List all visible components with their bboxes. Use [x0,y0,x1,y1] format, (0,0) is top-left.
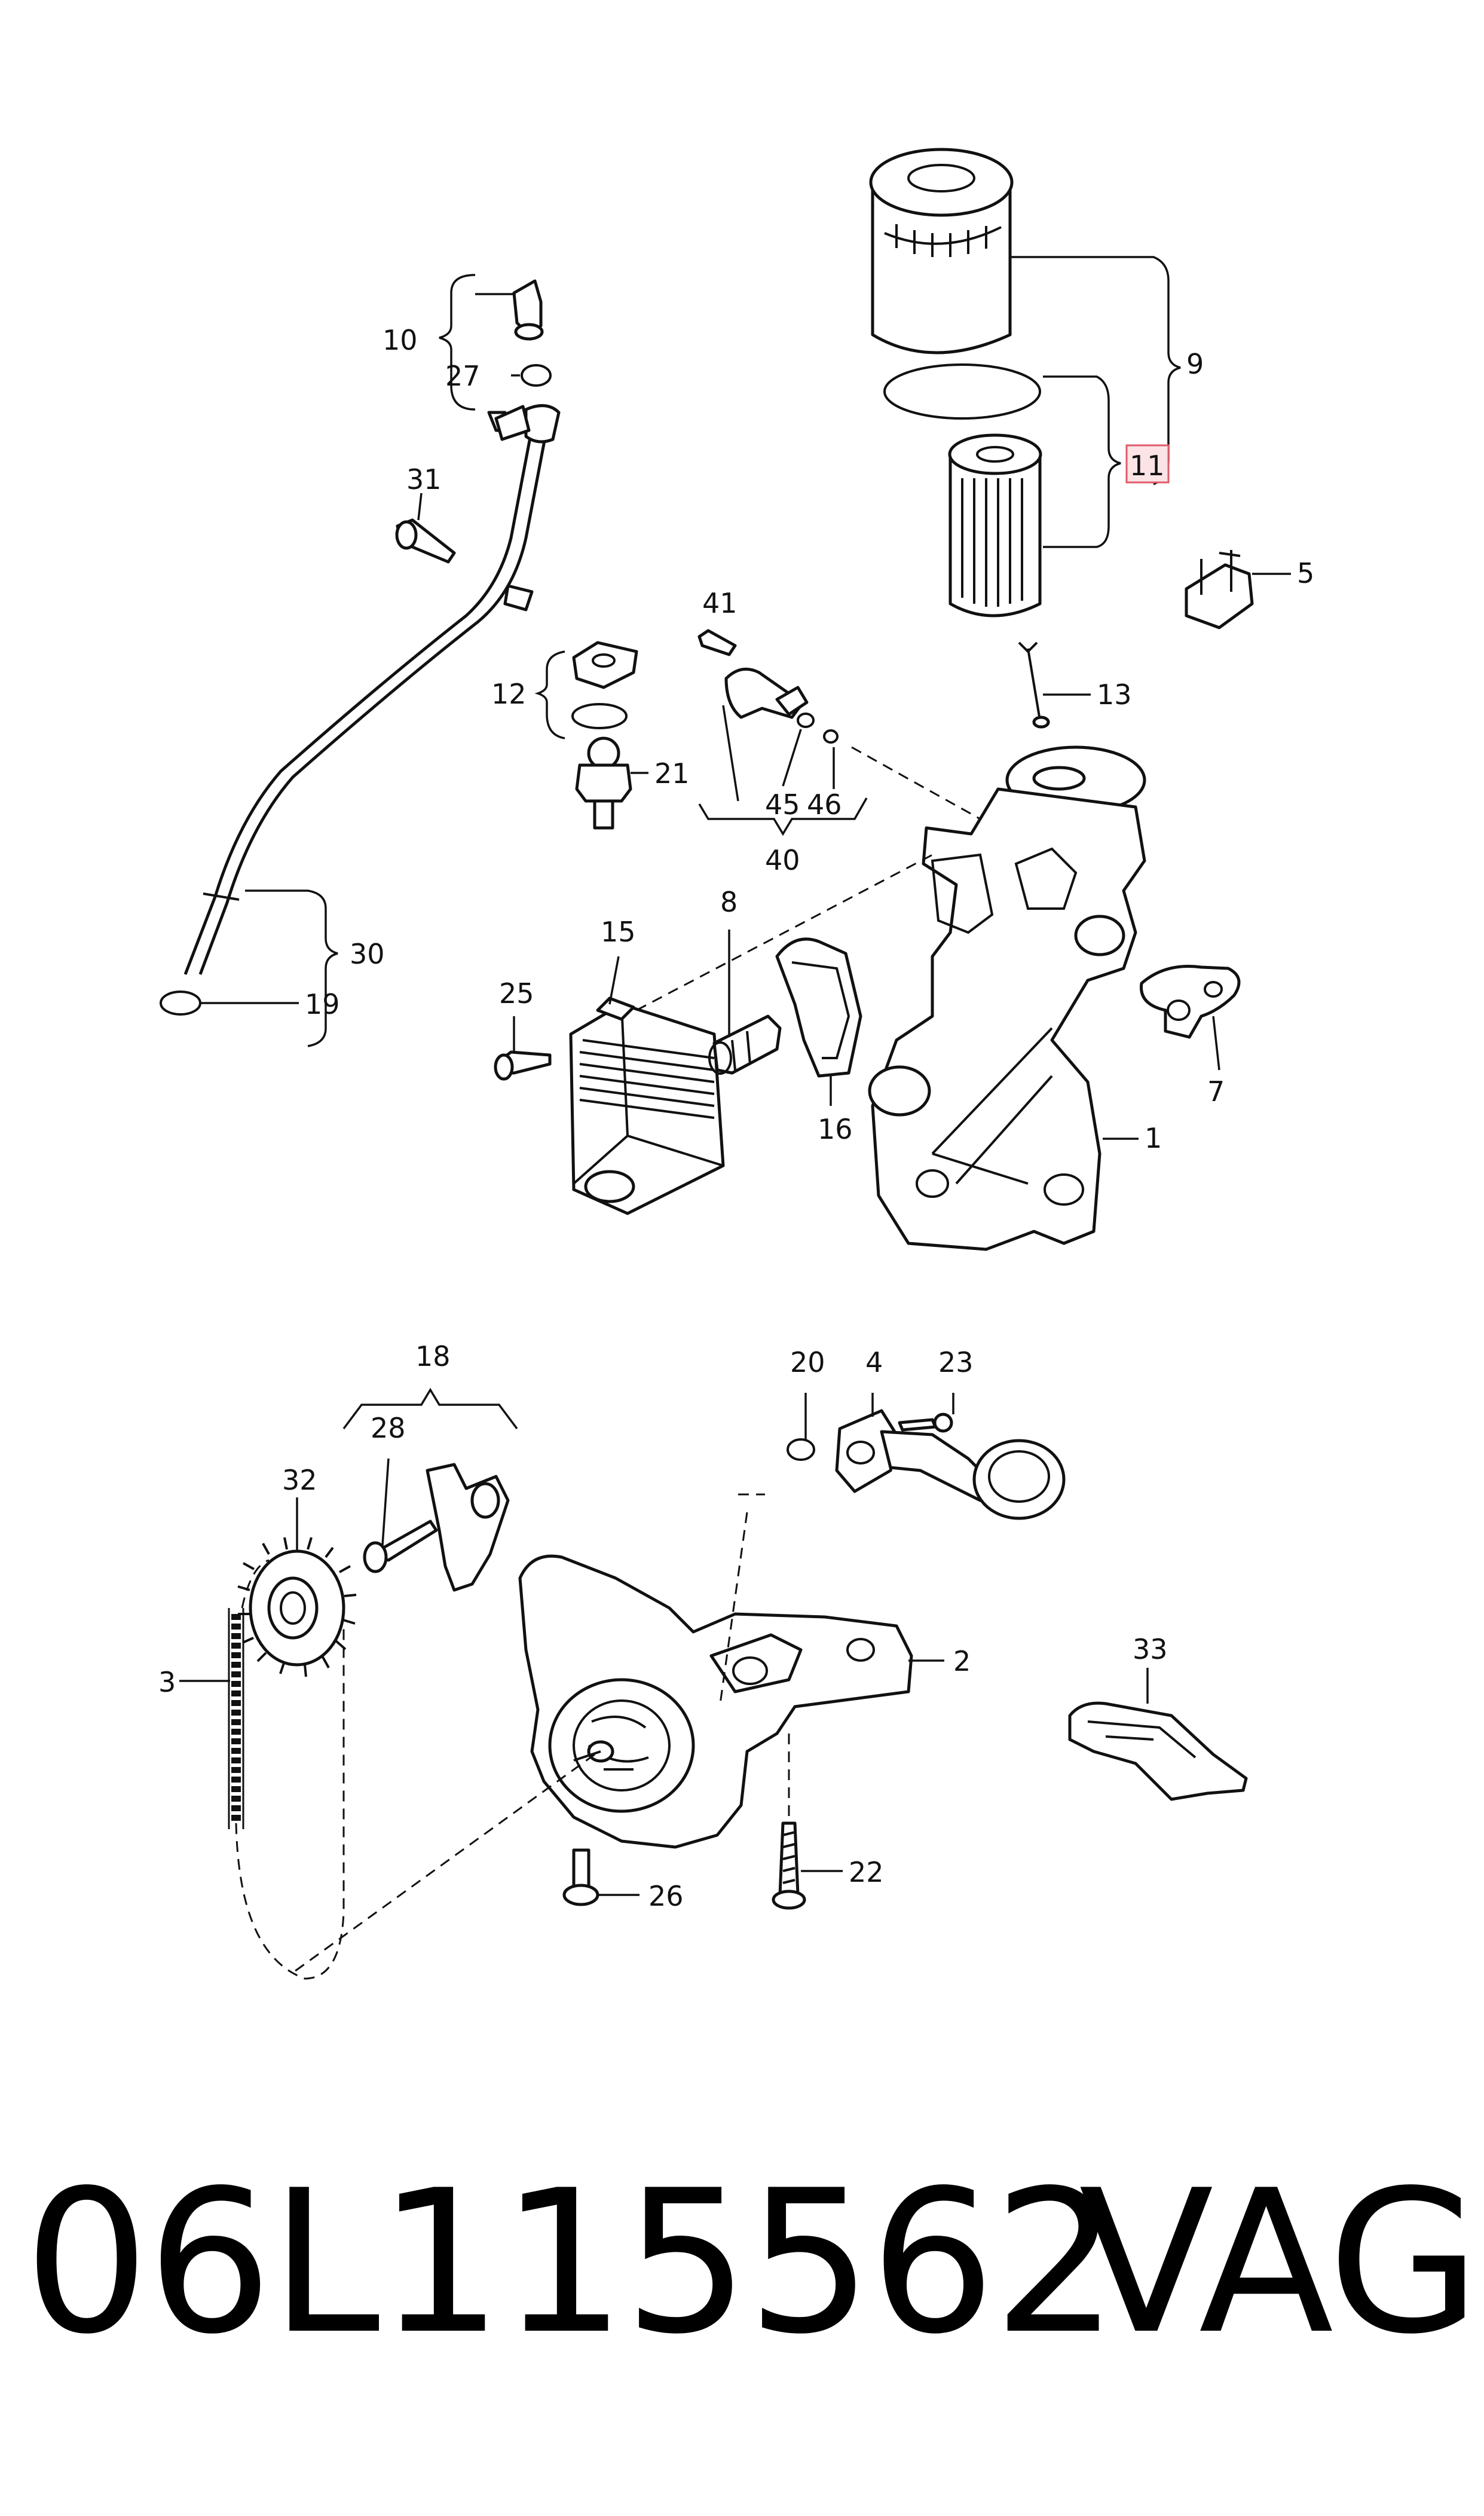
callout-21: 21 [654,757,690,790]
highlight-box-11 [1125,444,1170,484]
part-46-o-ring [823,729,839,744]
callout-3: 3 [158,1666,176,1698]
bracket-12 [534,650,565,739]
part-12-cap [571,641,638,729]
callout-19: 19 [305,988,340,1020]
bracket-40 [698,797,868,836]
callout-28: 28 [371,1412,406,1444]
part-23-bolt [898,1413,953,1433]
part-9-o-ring [883,363,1041,420]
part-26-bolt [562,1848,599,1906]
callout-26: 26 [648,1880,684,1912]
part-31-bolt [395,518,456,564]
callout-40: 40 [765,844,800,876]
callout-13: 13 [1097,678,1132,711]
part-21-plug [575,736,632,830]
part-45-o-ring [797,713,815,728]
part-10-dipstick-cap [512,279,544,341]
part-40-valve-assembly [724,667,809,719]
part-41-bolt [697,629,737,656]
part-22-bolt [772,1821,806,1910]
callout-46: 46 [807,788,842,821]
bracket-18 [342,1387,518,1430]
callout-7: 7 [1207,1075,1225,1108]
callout-16: 16 [818,1113,853,1145]
bracket-11 [1043,375,1121,548]
part-2-oil-pump [518,1554,913,1849]
part-1-oil-filter-bracket [868,745,1146,1251]
callout-10: 10 [383,324,418,356]
callout-1: 1 [1145,1122,1162,1154]
part-7-gasket [1140,965,1241,1039]
callout-31: 31 [406,463,442,496]
part-18-chain-tensioner [426,1463,510,1592]
part-32-sprocket [237,1537,357,1677]
part-9-oil-filter-housing [869,148,1014,354]
callout-18: 18 [415,1340,451,1372]
part-20-o-ring [787,1438,815,1461]
part-3-timing-chain [228,1559,345,1980]
callout-23: 23 [938,1346,974,1378]
callout-33: 33 [1133,1633,1168,1665]
callout-30: 30 [350,938,385,970]
brand-text: VAG [1079,2148,1480,2377]
footer-caption: 06L115562 VAG [24,2148,1480,2403]
part-4-suction-pipe [835,1409,1066,1520]
callout-22: 22 [849,1856,884,1888]
part-16-gasket [775,937,862,1078]
bracket-10 [439,274,476,411]
callout-11: 11 [1130,450,1165,482]
callout-41: 41 [702,587,738,619]
part-number-text: 06L115562 [24,2148,1119,2377]
part-5-clip [1185,550,1254,629]
callout-8: 8 [720,886,738,918]
callout-45: 45 [765,788,800,821]
callout-27: 27 [445,360,481,392]
part-27-o-ring [521,364,552,387]
callout-4: 4 [865,1346,883,1378]
part-12-seal [571,703,628,729]
callout-15: 15 [601,916,636,948]
callout-32: 32 [282,1464,317,1496]
part-15-oil-cooler [569,996,725,1215]
part-8-valve [708,1014,782,1075]
callout-labels: 9 11 5 13 1 7 41 45 46 40 16 15 8 25 12 … [158,324,1314,1912]
callout-2: 2 [953,1645,971,1677]
callout-9: 9 [1186,348,1204,380]
part-13-sensor [1018,641,1050,729]
bracket-30 [245,889,338,1047]
part-30-dipstick-tube [183,404,561,975]
part-25-bolt [494,1050,552,1081]
part-19-o-ring [160,990,201,1016]
part-28-bolt [363,1520,438,1573]
part-33-baffle [1068,1701,1248,1801]
part-11-filter-element [948,433,1042,617]
callout-20: 20 [790,1346,825,1378]
callout-5: 5 [1297,557,1314,589]
callout-25: 25 [499,977,534,1010]
callout-12: 12 [491,678,527,710]
